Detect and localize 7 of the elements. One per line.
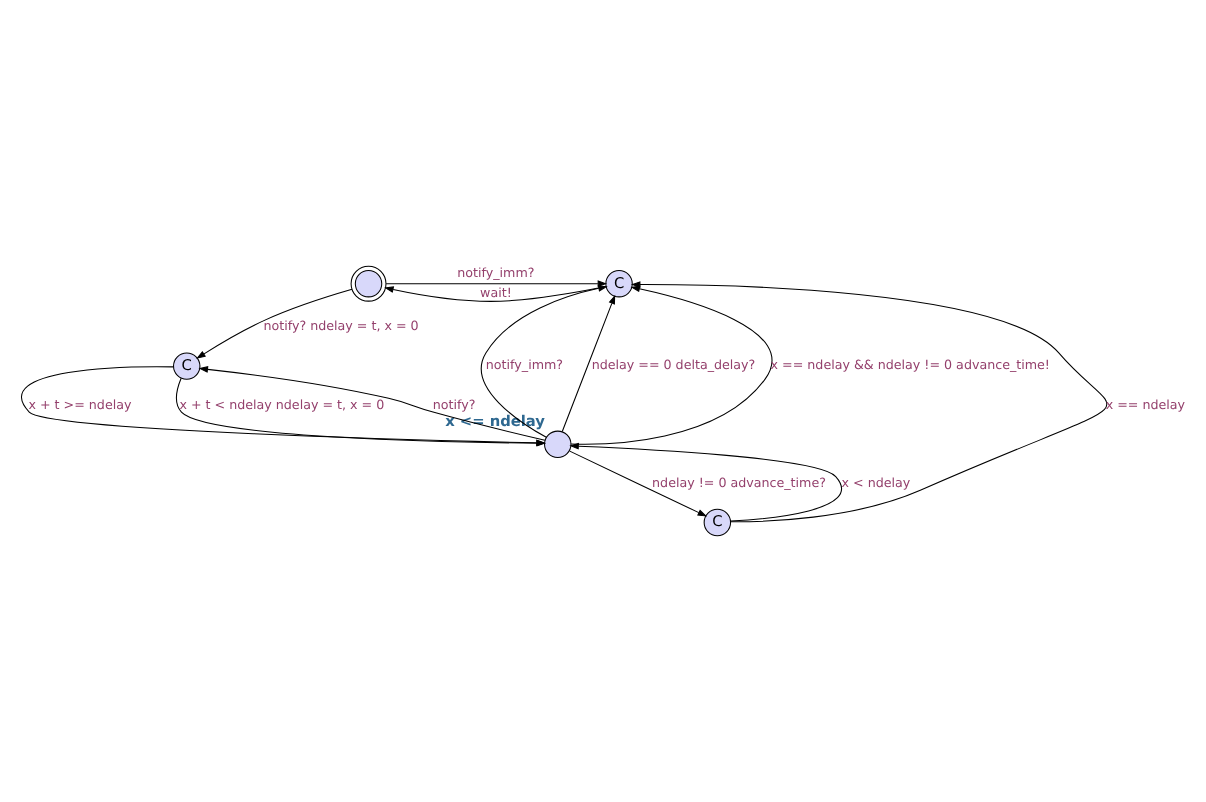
arrow — [196, 288, 353, 359]
arrow — [561, 294, 616, 433]
arrow — [630, 281, 1108, 523]
arrow — [569, 442, 842, 522]
node-circle — [544, 430, 572, 459]
arrow — [198, 366, 546, 441]
arrow — [569, 450, 708, 517]
